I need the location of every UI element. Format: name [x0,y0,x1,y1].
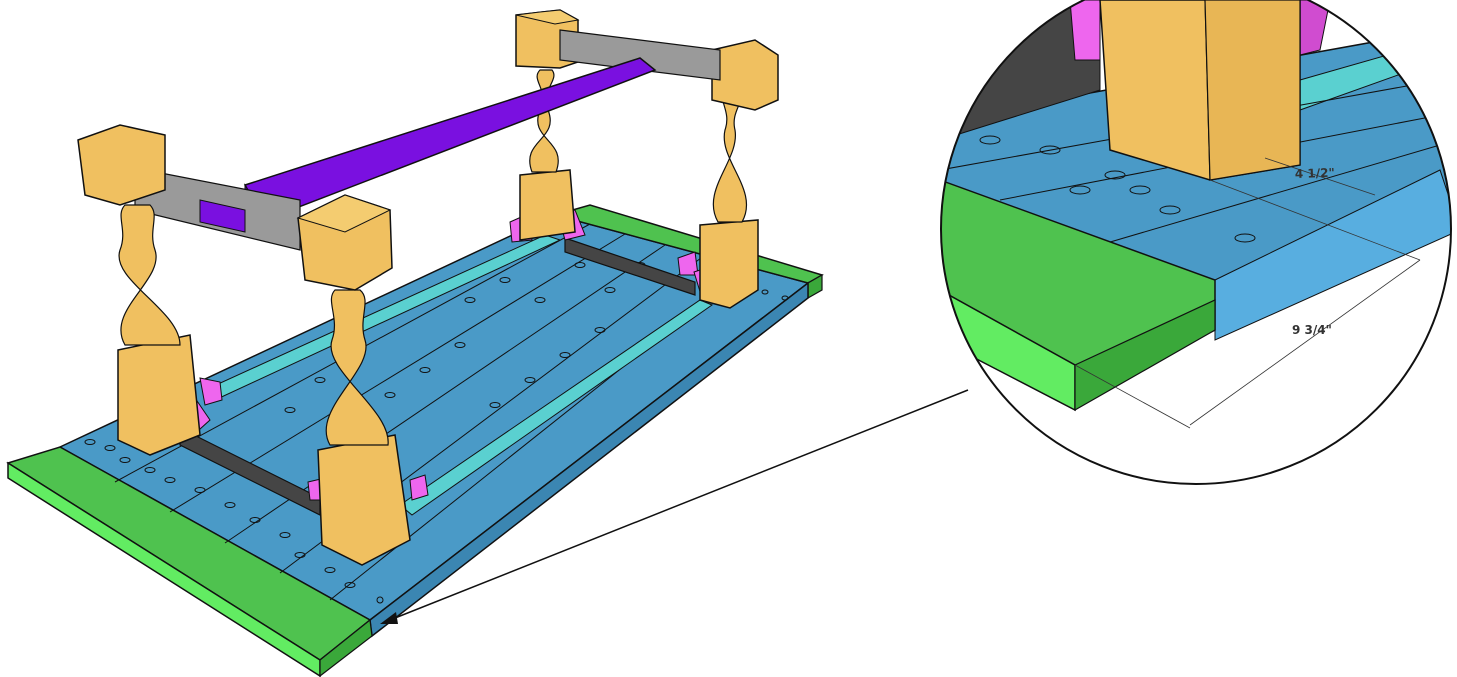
apron-front-stretcher-notch [199,199,246,233]
leg-front-right [296,194,411,566]
pocket-holes [84,262,789,604]
stretcher [243,57,657,221]
corner-block [199,377,223,406]
cleat-front [399,299,714,516]
detail-circle-border [940,0,1452,485]
breadboard-end-left-corner [319,618,373,677]
leg-front-left [77,124,201,456]
leg-back-right [699,39,779,309]
dimension-label-length: 9 3/4" [1292,323,1332,337]
callout-arrow [380,389,969,624]
corner-block [409,474,429,501]
short-apron-right [564,237,696,296]
apron-back [559,29,721,81]
detail-magnified-view: 4 1/2" 9 3/4" [940,0,1452,485]
dimension-label-width: 4 1/2" [1295,166,1335,181]
table-tabletop [6,204,824,677]
